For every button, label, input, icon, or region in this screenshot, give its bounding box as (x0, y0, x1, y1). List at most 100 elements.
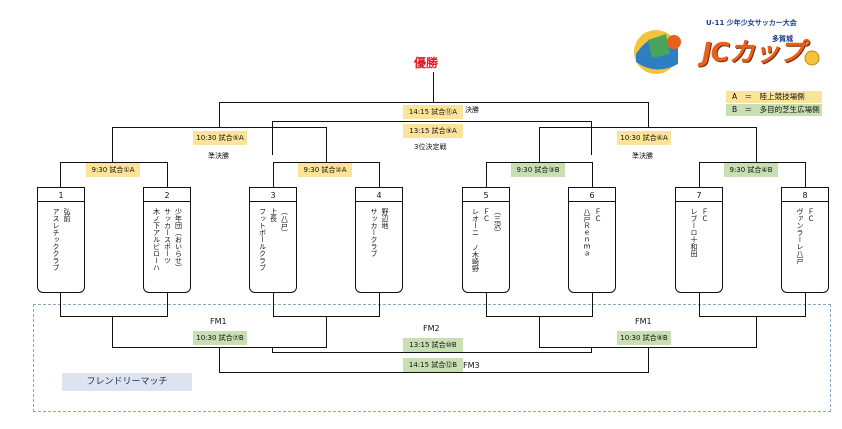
match-3-text: 9:30 試合③B (516, 166, 560, 174)
bracket-line (805, 293, 806, 317)
bracket-line (60, 316, 168, 317)
bracket-line (699, 162, 700, 187)
champion-label: 優勝 (414, 56, 439, 70)
team-number: 6 (568, 187, 616, 202)
match-semi-left: 10:30 試合⑤A (193, 131, 247, 145)
team-name-line: ヴァンラーレ八戸 (796, 208, 804, 264)
match-7-text: 10:30 試合⑦B (196, 334, 244, 342)
bracket-line (272, 352, 592, 353)
bracket-line (272, 347, 273, 353)
match-third-place: 13:15 試合⑨A (403, 124, 463, 138)
team-name-line: 上長 (269, 208, 278, 222)
team-box-1[interactable]: アスレチッククラブ 弘前 (37, 201, 85, 293)
team-name-line: サッカークラブ (370, 208, 378, 257)
team-box-2[interactable]: 木ノ下アルビローハ サッカースポーツ 少年団（おいらせ） (143, 201, 191, 293)
bracket-line (648, 347, 649, 373)
logo-emblem-icon (634, 30, 820, 74)
bracket-line (219, 347, 220, 373)
team-name-line: ＦＣ (482, 208, 491, 222)
third-place-label: 3位決定戦 (414, 143, 447, 151)
bracket-line (167, 162, 168, 187)
bracket-line (486, 293, 487, 317)
match-10: 13:15 試合⑩B (403, 338, 463, 352)
team-box-6[interactable]: 八戸Ｒｅｎｍａ ＦＣ (568, 201, 616, 293)
legend-b: B ＝ 多目的芝生広場側 (726, 104, 822, 116)
match-8: 10:30 試合⑧B (617, 331, 671, 345)
bracket-line (219, 372, 649, 373)
bracket-line (273, 293, 274, 317)
team-name-line: 少年団（おいらせ） (174, 208, 183, 271)
bracket-line (60, 162, 61, 187)
team-box-7[interactable]: レブーロ十和田 ＦＣ (675, 201, 723, 293)
team-name-line: 八戸Ｒｅｎｍａ (583, 208, 591, 257)
bracket-line (805, 162, 806, 187)
match-1-text: 9:30 試合①A (91, 166, 135, 174)
bracket-line (219, 102, 649, 103)
team-number: 5 (462, 187, 510, 202)
fm2-label: FM2 (423, 324, 440, 333)
friendly-match-title: フレンドリーマッチ (62, 373, 192, 391)
match-3: 9:30 試合③B (511, 163, 565, 177)
team-box-8[interactable]: ヴァンラーレ八戸 ＦＣ (781, 201, 829, 293)
team-name-line: （三沢） (493, 208, 502, 236)
bracket-line (592, 293, 593, 317)
match-semi-left-text: 10:30 試合⑤A (196, 134, 244, 142)
bracket-line (486, 162, 487, 187)
team-name-line: 弘前 (63, 208, 71, 222)
team-box-4[interactable]: サッカークラブ 野辺地 (355, 201, 403, 293)
match-7: 10:30 試合⑦B (193, 331, 247, 345)
tournament-logo: U-11 少年少女サッカー大会 JCカップ 多賀城 (626, 14, 826, 84)
bracket-line (699, 162, 806, 163)
bracket-line (326, 316, 327, 348)
legend-a: A ＝ 陸上競技場側 (726, 91, 822, 103)
bracket-line (219, 102, 220, 127)
logo-subtitle: U-11 少年少女サッカー大会 (706, 19, 797, 27)
team-name-line: ＦＣ (594, 208, 602, 222)
team-name-line: フットボールクラブ (258, 208, 267, 271)
bracket-line (699, 293, 700, 317)
match-semi-right: 10:30 試合⑥A (617, 131, 671, 145)
team-number: 7 (675, 187, 723, 202)
match-4-text: 9:30 試合④B (729, 166, 773, 174)
match-12: 14:15 試合⑫B (403, 358, 463, 372)
team-name-line: ＦＣ (807, 208, 815, 222)
bracket-line (648, 102, 649, 127)
bracket-line (433, 72, 434, 102)
fm1-left-label: FM1 (210, 317, 227, 326)
bracket-line (112, 316, 113, 348)
team-name-line: （八戸） (280, 208, 289, 236)
logo-title: JCカップ (702, 38, 805, 68)
logo-badge: 多賀城 (772, 35, 793, 43)
match-final-text: 14:15 試合⑪A (408, 108, 458, 116)
team-name-line: アスレチッククラブ (52, 208, 60, 271)
bracket-line (60, 162, 168, 163)
bracket-line (591, 347, 592, 353)
bracket-line (699, 316, 806, 317)
team-name-line: ＦＣ (701, 208, 709, 222)
match-8-text: 10:30 試合⑧B (620, 334, 668, 342)
bracket-line (167, 293, 168, 317)
legend-b-text: B ＝ 多目的芝生広場側 (732, 105, 820, 114)
match-10-text: 13:15 試合⑩B (409, 341, 457, 349)
team-name-line: サッカースポーツ (163, 208, 172, 264)
team-name-line: 木ノ下アルビローハ (152, 208, 161, 271)
match-2-text: 9:30 試合②A (303, 166, 347, 174)
bracket-line (112, 127, 113, 162)
bracket-line (756, 127, 757, 162)
team-number: 1 (37, 187, 85, 202)
team-box-3[interactable]: フットボールクラブ 上長 （八戸） (249, 201, 297, 293)
bracket-line (60, 293, 61, 317)
fm3-label: FM3 (463, 361, 480, 370)
bracket-line (273, 162, 380, 163)
match-final: 14:15 試合⑪A (403, 105, 463, 119)
bracket-line (756, 316, 757, 348)
team-number: 3 (249, 187, 297, 202)
team-number: 4 (355, 187, 403, 202)
team-box-5[interactable]: レオーニ ノ木崎野 ＦＣ （三沢） (462, 201, 510, 293)
bracket-line (326, 127, 327, 162)
semi-left-label: 準決勝 (208, 152, 229, 160)
bracket-line (592, 162, 593, 187)
match-1: 9:30 試合①A (86, 163, 140, 177)
team-name-line: 野辺地 (381, 208, 389, 229)
bracket-line (539, 316, 540, 348)
